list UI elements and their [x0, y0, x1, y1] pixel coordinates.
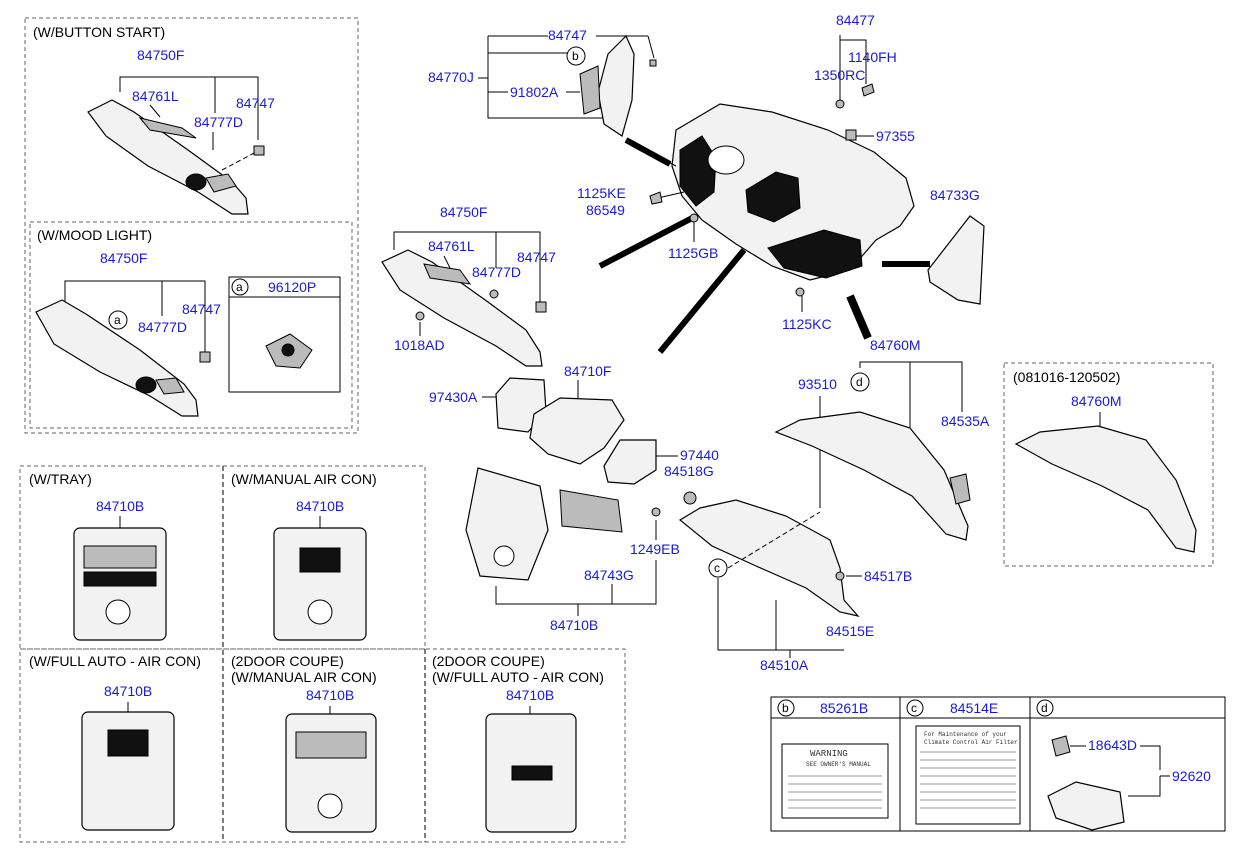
variant-title-coupe-manual-1: (2DOOR COUPE) — [231, 653, 344, 669]
crash-pad-lower-panel — [87, 99, 249, 215]
part-84750F-mood: 84750F — [100, 250, 147, 266]
date-range-title: (081016-120502) — [1013, 369, 1120, 385]
part-1125KE: 1125KE — [577, 185, 626, 201]
part-84747: 84747 — [236, 95, 275, 111]
filter-label-sub: Climate Control Air Filter — [924, 739, 1018, 746]
part-1125KC: 1125KC — [782, 316, 832, 332]
variant-title-button-start: (W/BUTTON START) — [33, 24, 165, 40]
callout-d: d — [856, 375, 863, 389]
bulb — [1051, 735, 1071, 757]
center-lower-panel — [381, 249, 543, 367]
mood-light-panel — [35, 299, 199, 417]
filter-label-title: For Maintenance of your — [924, 731, 1007, 738]
center-facia-upper — [529, 397, 625, 465]
side-cover — [927, 215, 985, 305]
glove-box-cluster: 84760M 93510 d 84535A c 84517B 84515E 84… — [678, 337, 990, 673]
part-18643D: 18643D — [1088, 737, 1137, 753]
part-84777D-mood: 84777D — [138, 319, 187, 335]
variant-title-coupe-auto-1: (2DOOR COUPE) — [432, 653, 545, 669]
part-84515E: 84515E — [826, 623, 874, 639]
variant-title-tray: (W/TRAY) — [29, 471, 92, 487]
part-1350RC: 1350RC — [814, 67, 865, 83]
part-1018AD: 1018AD — [394, 337, 445, 353]
warning-label-sub: SEE OWNER'S MANUAL — [806, 761, 871, 768]
part-86549: 86549 — [586, 202, 625, 218]
part-84777D-mid: 84777D — [472, 264, 521, 280]
part-84510A: 84510A — [760, 657, 809, 673]
warning-label — [781, 743, 889, 819]
callout-c-table: c — [911, 701, 917, 715]
facia-full-auto — [81, 711, 175, 831]
glove-box-housing-alt — [1014, 425, 1197, 553]
cluster-84750F-middle: 84750F 84761L 84747 84777D 1018AD — [381, 204, 556, 367]
part-84710B-coupe-manual: 84710B — [306, 687, 354, 703]
part-1125GB: 1125GB — [668, 245, 718, 261]
part-85261B: 85261B — [820, 700, 868, 716]
part-84760M: 84760M — [870, 337, 921, 353]
callout-a-inset: a — [236, 280, 243, 294]
part-96120P: 96120P — [268, 279, 316, 295]
part-84710B-main: 84710B — [550, 617, 598, 633]
variant-title-manual-air-con: (W/MANUAL AIR CON) — [231, 471, 377, 487]
part-92620: 92620 — [1172, 768, 1211, 784]
inset-96120P — [228, 276, 341, 393]
vent-right — [603, 439, 657, 485]
part-84477: 84477 — [836, 12, 875, 28]
part-84747-mood: 84747 — [182, 301, 221, 317]
glove-box-housing — [774, 411, 969, 541]
part-84747-mid: 84747 — [517, 249, 556, 265]
callout-b: b — [572, 49, 579, 63]
variant-title-mood-light: (W/MOOD LIGHT) — [37, 227, 152, 243]
panel-mood-light: (W/MOOD LIGHT) 84750F a 84747 84777D a 9… — [29, 221, 353, 429]
part-84761L-mid: 84761L — [428, 238, 475, 254]
part-84514E: 84514E — [950, 700, 998, 716]
part-84747-top: 84747 — [548, 27, 587, 43]
part-1140FH: 1140FH — [848, 49, 897, 65]
part-84733G: 84733G — [930, 187, 980, 203]
part-93510: 93510 — [798, 376, 837, 392]
tray-84743G — [559, 489, 623, 533]
part-84517B: 84517B — [864, 568, 912, 584]
part-84710B-tray: 84710B — [96, 498, 144, 514]
panel-button-start: (W/BUTTON START) 84750F 84761L 84747 847… — [24, 17, 359, 434]
variant-title-full-auto: (W/FULL AUTO - AIR CON) — [29, 653, 201, 669]
glove-box-lid — [678, 499, 860, 617]
part-84710B-auto: 84710B — [104, 683, 152, 699]
center-console-cluster: 97430A 84710F 97440 84518G 84743G 1249EB… — [429, 363, 719, 633]
cluster-84770J: 84747 b 84770J 91802A — [428, 27, 657, 137]
part-97355: 97355 — [876, 128, 915, 144]
part-84761L: 84761L — [132, 88, 179, 104]
part-84710F: 84710F — [564, 363, 611, 379]
part-84743G: 84743G — [584, 567, 634, 583]
facia-manual — [273, 527, 367, 641]
part-84750F-mid: 84750F — [440, 204, 487, 220]
variant-title-coupe-manual-2: (W/MANUAL AIR CON) — [231, 669, 377, 685]
lamp-housing — [1047, 781, 1125, 831]
part-91802A: 91802A — [510, 84, 559, 100]
callout-b-table: b — [782, 701, 789, 715]
callout-c: c — [714, 561, 720, 575]
part-84535A: 84535A — [941, 413, 990, 429]
part-84710B-coupe-auto: 84710B — [506, 687, 554, 703]
dashboard-main: 84477 1140FH 1350RC 97355 1125KE 86549 1… — [577, 12, 985, 354]
side-garnish — [597, 34, 635, 137]
warning-label-title: WARNING — [810, 749, 848, 759]
part-97440: 97440 — [680, 447, 719, 463]
callout-a: a — [114, 313, 121, 327]
part-84518G: 84518G — [664, 463, 714, 479]
part-84770J: 84770J — [428, 69, 474, 85]
label-table: b 85261B WARNING SEE OWNER'S MANUAL c 84… — [770, 696, 1226, 832]
part-97430A: 97430A — [429, 389, 478, 405]
part-1249EB: 1249EB — [630, 541, 680, 557]
part-84710B-manual: 84710B — [296, 498, 344, 514]
part-84750F: 84750F — [137, 47, 184, 63]
center-facia-panel — [465, 467, 549, 581]
inset-date-range: (081016-120502) 84760M — [1003, 362, 1214, 567]
facia-variants-grid: (W/TRAY) 84710B (W/MANUAL AIR CON) 84710… — [19, 465, 626, 843]
callout-d-table: d — [1041, 701, 1048, 715]
part-84760M-inset: 84760M — [1071, 393, 1122, 409]
variant-title-coupe-auto-2: (W/FULL AUTO - AIR CON) — [432, 669, 604, 685]
part-84777D: 84777D — [194, 114, 243, 130]
